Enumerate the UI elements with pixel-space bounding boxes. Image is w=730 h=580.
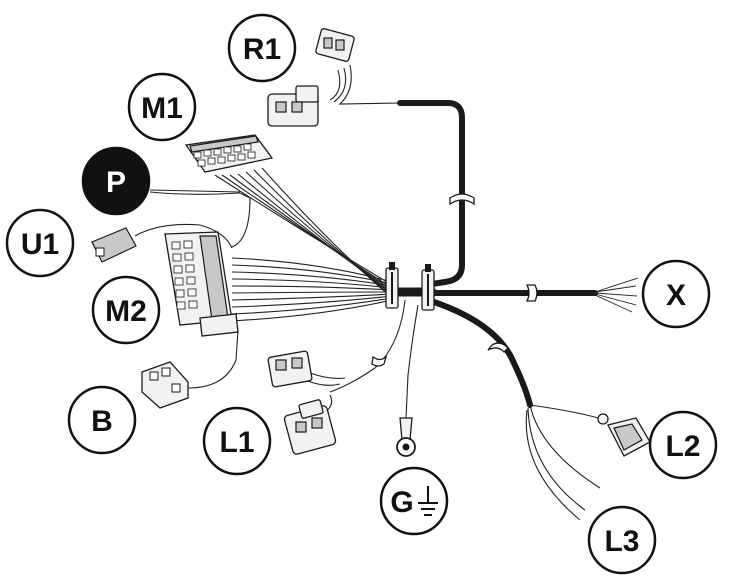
connector-m2 <box>164 231 239 337</box>
main-harness-trunks <box>385 100 598 408</box>
connector-r1 <box>267 28 355 127</box>
ground-ring-terminal <box>396 417 416 457</box>
callout-u1-label: U1 <box>21 228 59 261</box>
callout-l3-label: L3 <box>604 525 639 558</box>
callout-l3: L3 <box>587 505 657 575</box>
callout-l1: L1 <box>202 406 272 476</box>
callout-x: X <box>641 259 711 329</box>
connector-u1 <box>91 227 137 263</box>
callout-p: P <box>81 146 151 216</box>
wire-bundles <box>134 64 639 521</box>
callout-m1-label: M1 <box>141 92 183 125</box>
callout-l2: L2 <box>648 410 718 480</box>
harness-break-marks <box>371 193 538 367</box>
callout-l2-label: L2 <box>665 430 700 463</box>
callout-l1-label: L1 <box>219 426 254 459</box>
callout-g-label: G <box>390 486 413 519</box>
callout-p-label: P <box>106 166 126 199</box>
callout-m1: M1 <box>127 72 197 142</box>
callout-r1: R1 <box>227 13 297 83</box>
connector-b <box>141 361 189 409</box>
connector-l1 <box>267 350 337 455</box>
callout-b-label: B <box>91 405 113 438</box>
callout-r1-label: R1 <box>243 33 281 66</box>
callout-u1: U1 <box>5 208 75 278</box>
junction-clamps <box>385 262 435 311</box>
callout-b: B <box>67 385 137 455</box>
callout-x-label: X <box>666 279 686 312</box>
callout-leaders <box>149 189 241 193</box>
callout-m2-label: M2 <box>105 295 147 328</box>
connector-m1 <box>184 134 274 173</box>
connector-l2 <box>597 413 651 457</box>
callout-m2: M2 <box>91 275 161 345</box>
callout-g: G <box>379 466 449 536</box>
ground-symbol-icon <box>418 486 438 516</box>
